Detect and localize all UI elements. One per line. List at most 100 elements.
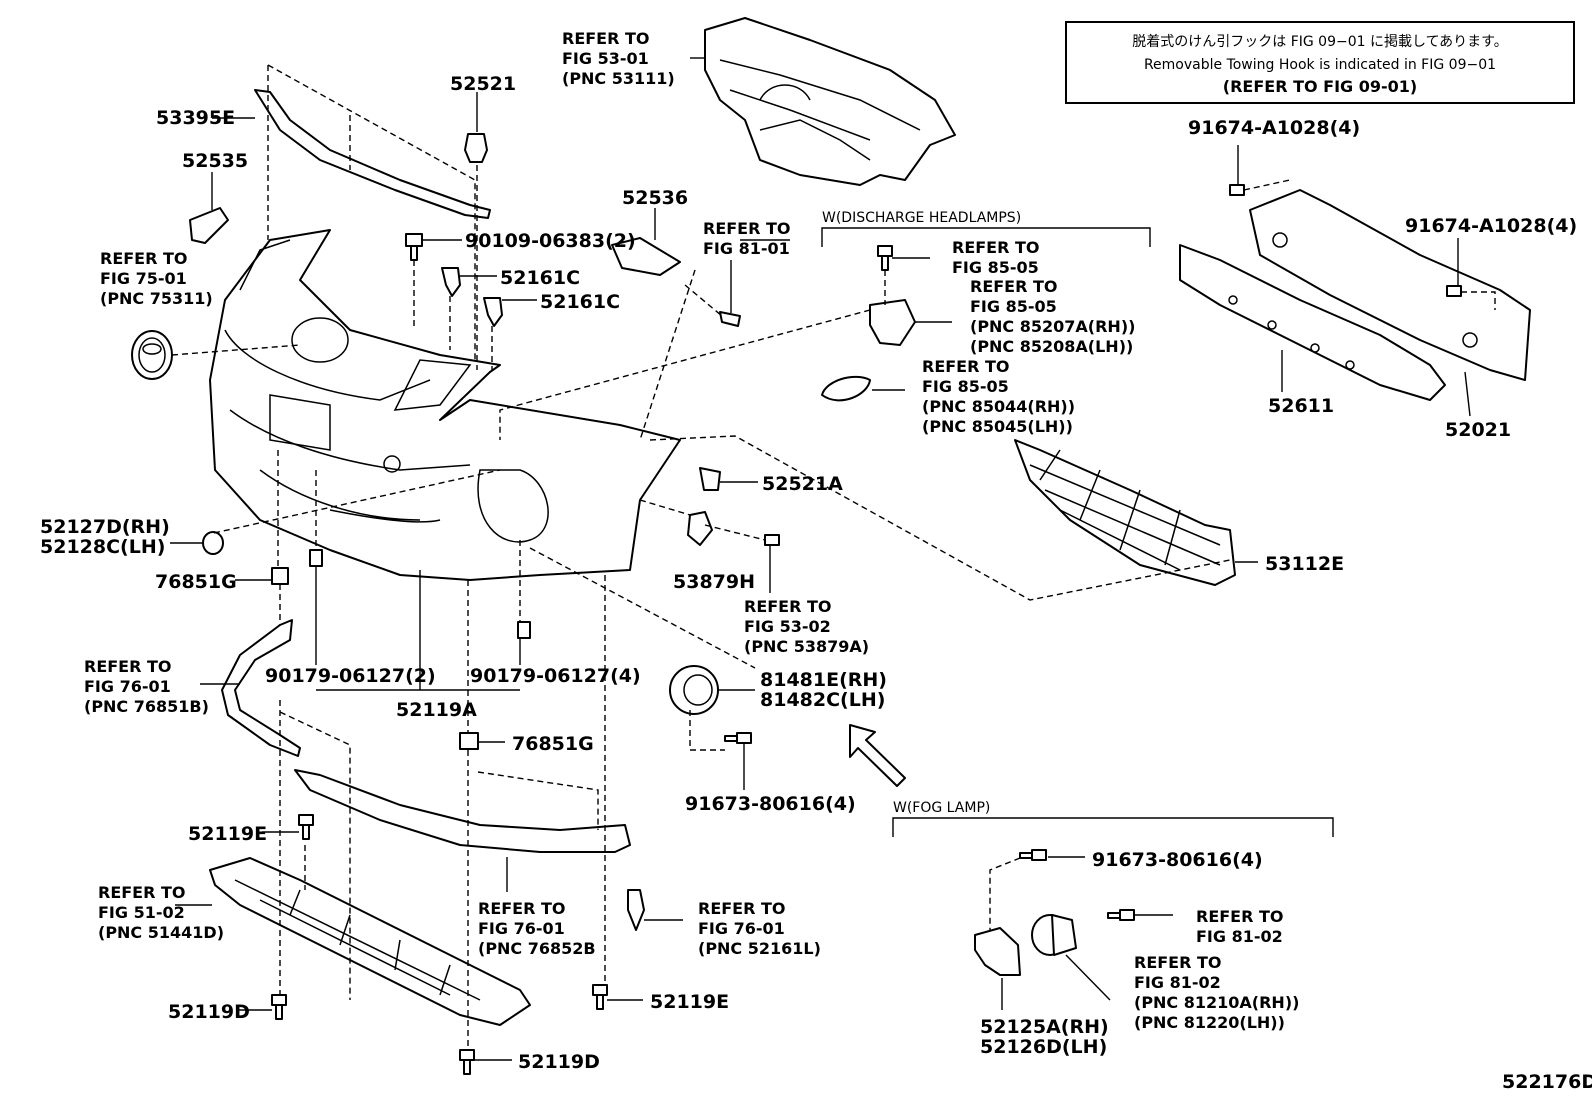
part-label-53879h[interactable]: 53879H [673,571,755,593]
bolt-52119e-b-part [592,984,608,1010]
bolt-52119d-a-part [271,994,287,1020]
front-direction-arrow-icon [849,724,906,787]
headlamp-bracket-part [869,245,916,346]
part-label-52535[interactable]: 52535 [182,150,248,172]
lower-trim-76851b-part [221,619,301,757]
fog-bracket-part [974,927,1021,976]
nut-90179-b-part [517,621,531,639]
figure-id: 522176D [1502,1071,1592,1093]
refer-line: (PNC 52161L) [698,939,821,958]
refer-line: REFER TO [562,29,650,48]
part-label-52125a[interactable]: 52125A(RH) [980,1016,1109,1038]
bracket-52536-part [611,237,681,276]
refer-line: FIG 85-05 [970,297,1057,316]
part-label-52021[interactable]: 52021 [1445,419,1511,441]
refer-line: REFER TO [100,249,188,268]
refer-line: FIG 81-02 [1134,973,1221,992]
fog-bezel-part [669,665,719,715]
refer-fig-76-01-b[interactable]: REFER TO FIG 76-01 (PNC 76852B [478,899,596,958]
part-label-52119e-b[interactable]: 52119E [650,991,729,1013]
refer-line: FIG 76-01 [84,677,171,696]
part-label-91674-a[interactable]: 91674-A1028(4) [1188,117,1360,139]
part-label-52119a[interactable]: 52119A [396,699,477,721]
refer-line: REFER TO [1196,907,1284,926]
bolt-91673-a-part [724,732,752,744]
part-label-91673-b[interactable]: 91673-80616(4) [1092,849,1263,871]
refer-line: (PNC 53879A) [744,637,869,656]
refer-line: FIG 81-01 [703,239,790,258]
part-label-52127d[interactable]: 52127D(RH) [40,516,170,538]
refer-line: (PNC 76851B) [84,697,209,716]
refer-line: FIG 53-02 [744,617,831,636]
part-label-52611[interactable]: 52611 [1268,395,1334,417]
part-label-53395e[interactable]: 53395E [156,107,235,129]
part-label-90109[interactable]: 90109-06383(2) [465,230,636,252]
section-discharge-headlamps: W(DISCHARGE HEADLAMPS) [822,210,1021,226]
undercover-part [209,857,531,1026]
refer-line: (PNC 76852B [478,939,596,958]
refer-line: FIG 76-01 [478,919,565,938]
part-label-53112e[interactable]: 53112E [1265,553,1344,575]
refer-fig-53-02[interactable]: REFER TO FIG 53-02 (PNC 53879A) [744,597,869,656]
refer-line: REFER TO [703,219,791,238]
refer-line: REFER TO [98,883,186,902]
screw-8101-part [719,311,741,327]
refer-fig-81-02-a[interactable]: REFER TO FIG 81-02 [1196,907,1284,946]
refer-line: (PNC 81220(LH)) [1134,1013,1285,1032]
refer-line: REFER TO [698,899,786,918]
refer-line: FIG 81-02 [1196,927,1283,946]
refer-fig-85-05-c[interactable]: REFER TO FIG 85-05 (PNC 85044(RH)) (PNC … [922,357,1075,436]
part-label-52119d-a[interactable]: 52119D [168,1001,250,1023]
part-label-81481e[interactable]: 81481E(RH) [760,669,887,691]
reinforcement-52021-part [1229,184,1531,381]
refer-line: REFER TO [970,277,1058,296]
lower-molding-76852b-part [294,769,631,853]
refer-fig-81-01[interactable]: REFER TO FIG 81-01 [703,219,791,258]
refer-line: REFER TO [744,597,832,616]
refer-line: (PNC 85208A(LH)) [970,337,1133,356]
part-label-52119d-b[interactable]: 52119D [518,1051,600,1073]
refer-fig-85-05-b[interactable]: REFER TO FIG 85-05 (PNC 85207A(RH)) (PNC… [970,277,1135,356]
refer-line: (PNC 51441D) [98,923,224,942]
part-label-76851g-a[interactable]: 76851G [155,571,237,593]
leader-lines [170,57,1496,1061]
part-label-81482c[interactable]: 81482C(LH) [760,689,885,711]
clip-52161c-a-part [441,267,461,297]
refer-fig-76-01-c[interactable]: REFER TO FIG 76-01 (PNC 52161L) [698,899,821,958]
bracket-52535-part [189,207,229,244]
part-label-52161c-a[interactable]: 52161C [500,267,580,289]
bolt-90109-part [405,233,423,261]
part-label-52536[interactable]: 52536 [622,187,688,209]
part-label-76851g-b[interactable]: 76851G [512,733,594,755]
part-label-90179-a[interactable]: 90179-06127(2) [265,665,436,687]
note-refer: (REFER TO FIG 09-01) [1223,77,1417,96]
refer-line: REFER TO [1134,953,1222,972]
bracket-53879h-part [687,511,780,546]
refer-fig-75-01[interactable]: REFER TO FIG 75-01 (PNC 75311) [100,249,213,308]
part-label-91674-b[interactable]: 91674-A1028(4) [1405,215,1577,237]
clip-76851g-a-part [271,567,289,585]
part-label-52161c-b[interactable]: 52161C [540,291,620,313]
clip-76851g-b-part [459,732,479,750]
washer-cap-part [821,375,871,402]
refer-fig-76-01-a[interactable]: REFER TO FIG 76-01 (PNC 76851B) [84,657,209,716]
part-label-90179-b[interactable]: 90179-06127(4) [470,665,641,687]
refer-line: (PNC 85045(LH)) [922,417,1073,436]
upper-grille-part [704,17,956,186]
refer-fig-51-02[interactable]: REFER TO FIG 51-02 (PNC 51441D) [98,883,224,942]
refer-fig-53-01[interactable]: REFER TO FIG 53-01 (PNC 53111) [562,29,675,88]
part-label-52128c[interactable]: 52128C(LH) [40,536,165,558]
refer-fig-85-05-a[interactable]: REFER TO FIG 85-05 [952,238,1040,277]
refer-line: FIG 85-05 [922,377,1009,396]
section-fog-lamp: W(FOG LAMP) [893,800,990,816]
part-label-52119e-a[interactable]: 52119E [188,823,267,845]
part-label-52521[interactable]: 52521 [450,73,516,95]
refer-fig-81-02-b[interactable]: REFER TO FIG 81-02 (PNC 81210A(RH)) (PNC… [1134,953,1299,1032]
part-label-52521a[interactable]: 52521A [762,473,843,495]
part-label-91673-a[interactable]: 91673-80616(4) [685,793,856,815]
refer-line: REFER TO [478,899,566,918]
part-label-52126d[interactable]: 52126D(LH) [980,1036,1107,1058]
refer-line: (PNC 81210A(RH)) [1134,993,1299,1012]
strip-53395e-part [254,89,491,219]
